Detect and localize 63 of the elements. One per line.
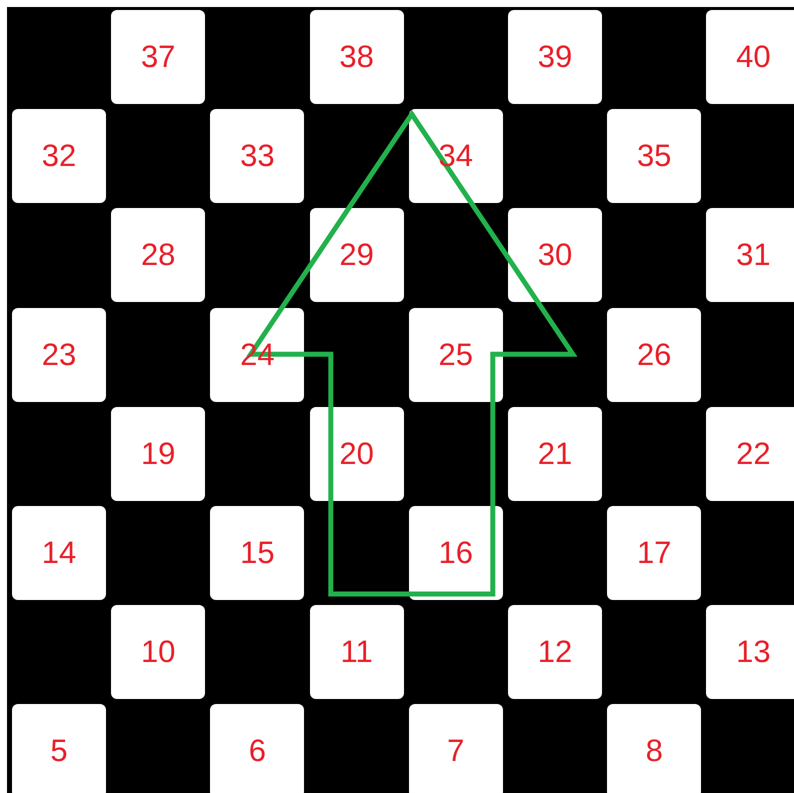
square-number: 38 <box>339 39 374 75</box>
square-number: 25 <box>438 336 474 373</box>
board-square <box>12 109 106 204</box>
square-number: 11 <box>340 634 373 670</box>
board-square <box>508 10 602 104</box>
square-number: 31 <box>736 237 771 274</box>
square-number: 6 <box>248 733 266 770</box>
square-number: 16 <box>438 535 474 571</box>
square-number: 15 <box>240 535 275 571</box>
board-square <box>111 10 206 104</box>
board-square <box>12 506 106 600</box>
square-number: 21 <box>538 436 572 472</box>
square-number: 5 <box>50 733 68 770</box>
board-square <box>210 109 304 204</box>
board-square <box>12 704 106 793</box>
board-square <box>210 308 304 402</box>
board-square <box>111 406 206 501</box>
board-square <box>508 208 602 302</box>
square-number: 23 <box>42 336 76 373</box>
square-number: 26 <box>636 336 672 373</box>
board-square <box>607 308 702 402</box>
square-number: 8 <box>646 733 663 770</box>
block-arrow <box>246 110 578 596</box>
board-square <box>310 406 404 501</box>
square-number: 19 <box>140 436 176 472</box>
board-square <box>210 506 304 600</box>
square-number: 7 <box>447 733 464 770</box>
square-number: 28 <box>140 237 176 274</box>
square-number: 33 <box>240 138 275 174</box>
square-number: 13 <box>736 634 771 670</box>
board-square <box>706 10 794 104</box>
board-square <box>706 406 794 501</box>
board-square <box>607 704 702 793</box>
square-number: 34 <box>438 138 474 174</box>
board-square <box>310 208 404 302</box>
board-square <box>607 506 702 600</box>
square-number: 29 <box>339 237 374 274</box>
square-number: 40 <box>736 39 771 75</box>
board-square <box>706 208 794 302</box>
board-square <box>210 704 304 793</box>
board-square <box>508 605 602 700</box>
square-number: 32 <box>42 138 76 174</box>
square-number: 30 <box>538 237 572 274</box>
board-square <box>408 308 503 402</box>
board-square <box>706 605 794 700</box>
board-square <box>12 308 106 402</box>
board-square <box>310 10 404 104</box>
square-number: 12 <box>538 634 572 670</box>
square-number: 20 <box>339 436 374 472</box>
board-square <box>111 605 206 700</box>
square-number: 37 <box>140 39 176 75</box>
board-square <box>508 406 602 501</box>
square-number: 39 <box>538 39 572 75</box>
square-number: 35 <box>636 138 672 174</box>
board-square <box>607 109 702 204</box>
square-number: 14 <box>42 535 76 571</box>
board-square <box>408 704 503 793</box>
square-number: 10 <box>140 634 176 670</box>
square-number: 17 <box>636 535 672 571</box>
board-square <box>310 605 404 700</box>
square-number: 22 <box>736 436 771 472</box>
board-square <box>111 208 206 302</box>
board-square <box>408 109 503 204</box>
